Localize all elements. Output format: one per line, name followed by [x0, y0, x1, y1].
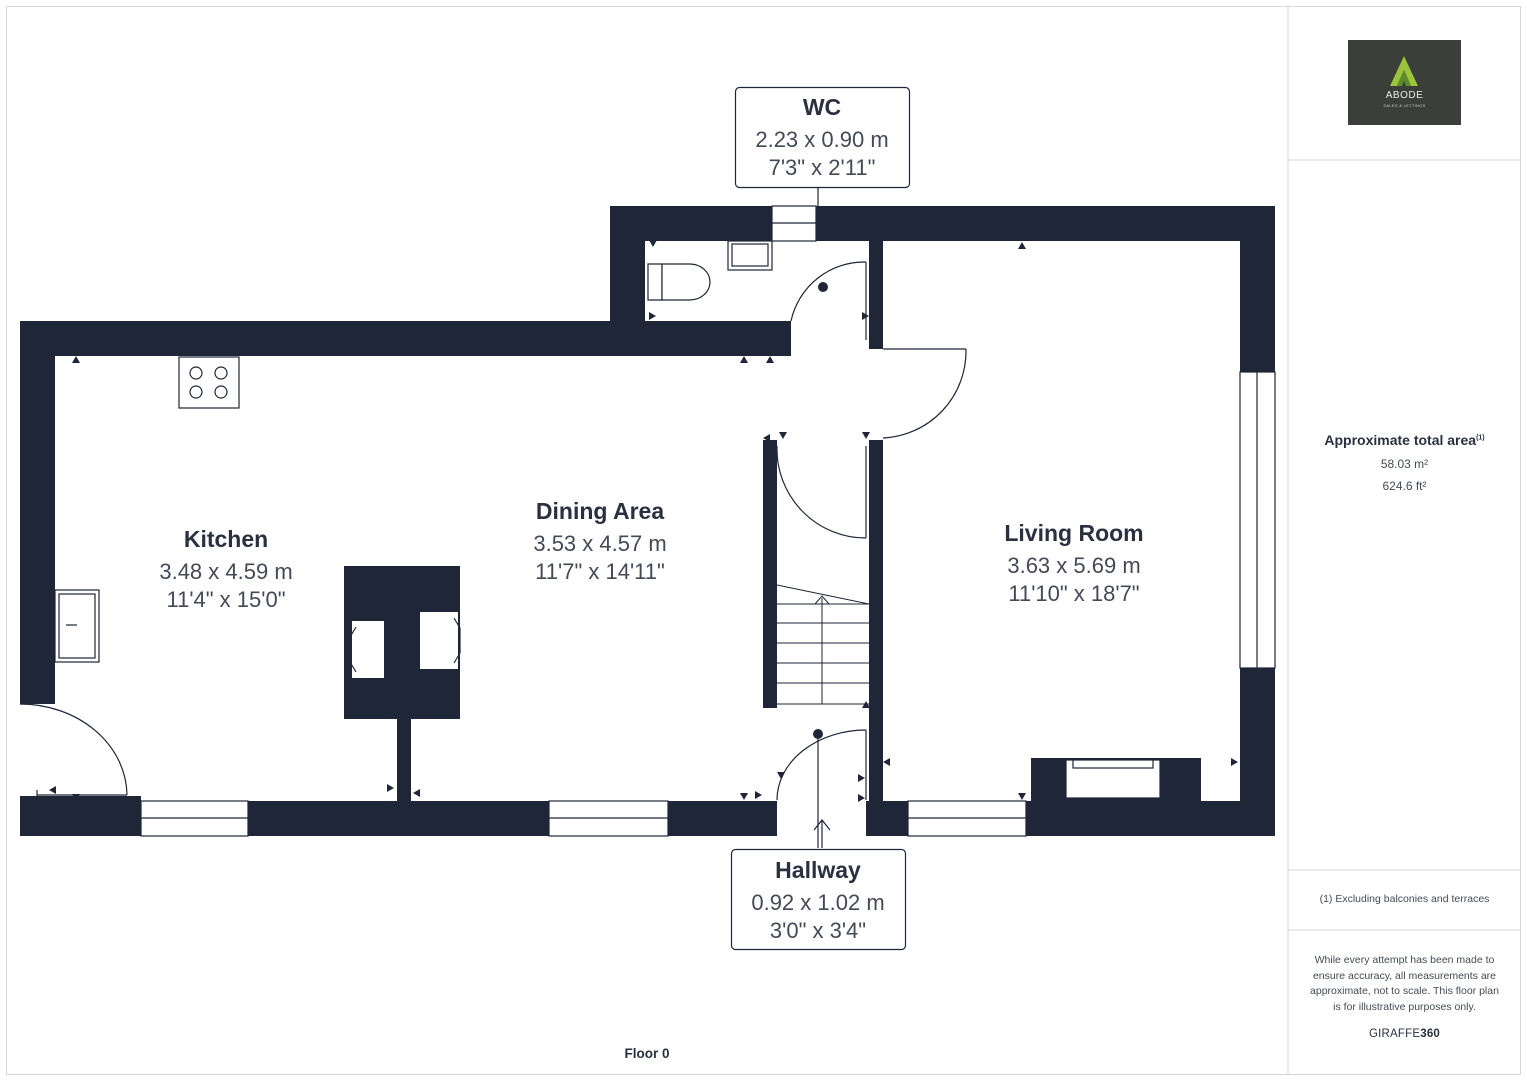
stairs [776, 584, 870, 705]
logo-subtitle: SALES & LETTINGS [1383, 103, 1426, 108]
room-imperial: 7'3" x 2'11" [769, 155, 876, 180]
total-area-title: Approximate total area(1) [1290, 432, 1519, 448]
room-name: Hallway [775, 857, 861, 883]
disclaimer-text: While every attempt has been made to ens… [1310, 954, 1499, 1013]
room-kitchen: Kitchen 3.48 x 4.59 m 11'4" x 15'0" [159, 526, 292, 612]
giraffe360-brand: GIRAFFE360 [1290, 1028, 1519, 1040]
entrance-arrow [813, 739, 831, 848]
wall-markers [49, 240, 1238, 802]
room-imperial: 11'7" x 14'11" [535, 559, 665, 584]
walls [20, 206, 1275, 836]
hallway-label-box [730, 848, 907, 951]
area-footnote: (1) Excluding balconies and terraces [1319, 893, 1490, 905]
room-living: Living Room 3.63 x 5.69 m 11'10" x 18'7" [1004, 520, 1143, 606]
room-imperial: 11'4" x 15'0" [166, 587, 285, 612]
total-area-m2: 58.03 m² [1380, 457, 1429, 471]
total-area-title-text: Approximate total area [1324, 432, 1477, 448]
fixtures [54, 205, 1276, 837]
room-metric: 3.53 x 4.57 m [533, 531, 666, 556]
room-wc: WC 2.23 x 0.90 m 7'3" x 2'11" [755, 94, 888, 180]
brand-prefix: GIRAFFE [1368, 1028, 1421, 1040]
room-imperial: 3'0" x 3'4" [770, 918, 866, 943]
total-area-ft2: 624.6 ft² [1382, 479, 1427, 493]
room-name: Kitchen [184, 526, 268, 552]
doors [19, 261, 967, 801]
abode-logo-mark [1390, 56, 1418, 86]
room-dining: Dining Area 3.53 x 4.57 m 11'7" x 14'11" [533, 498, 666, 584]
room-metric: 2.23 x 0.90 m [755, 127, 888, 152]
room-name: Dining Area [536, 498, 664, 524]
room-hallway: Hallway 0.92 x 1.02 m 3'0" x 3'4" [751, 857, 884, 943]
wc-door-handle [818, 282, 828, 292]
entrance-marker [813, 729, 823, 739]
room-metric: 3.48 x 4.59 m [159, 559, 292, 584]
floor-label: Floor 0 [624, 1046, 670, 1061]
room-metric: 0.92 x 1.02 m [751, 890, 884, 915]
abode-logo: ABODE SALES & LETTINGS [1348, 40, 1461, 125]
footnote-mark: (1) [1476, 434, 1485, 442]
brand-suffix: 360 [1420, 1028, 1441, 1040]
wc-label-box [734, 86, 911, 189]
room-imperial: 11'10" x 18'7" [1008, 581, 1139, 606]
logo-word: ABODE [1385, 90, 1424, 101]
room-name: Living Room [1004, 520, 1143, 546]
room-name: WC [803, 94, 841, 120]
room-metric: 3.63 x 5.69 m [1007, 553, 1140, 578]
